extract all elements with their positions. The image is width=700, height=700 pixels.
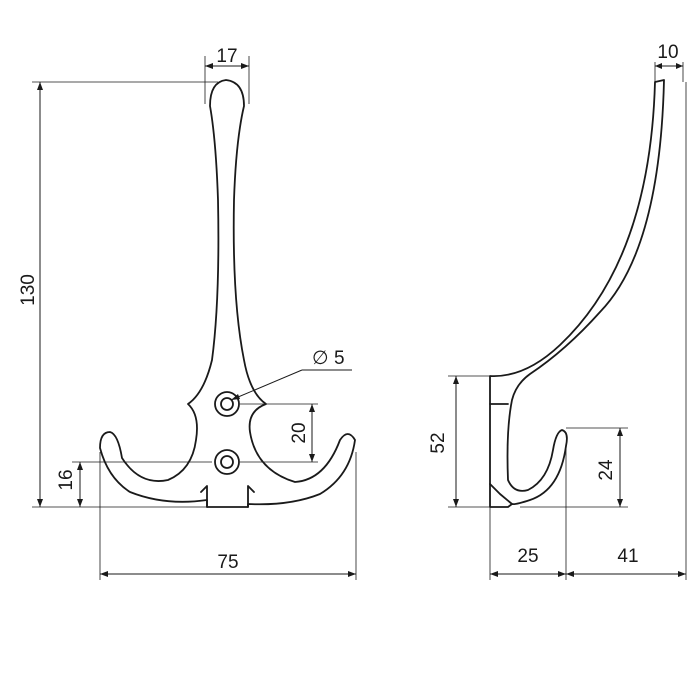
dim-hole-diameter: ∅ 5 <box>230 348 352 401</box>
dim-arm-height-label: 16 <box>56 469 77 490</box>
upper-hole-inner <box>220 397 234 411</box>
diameter-symbol: ∅ <box>312 348 329 369</box>
side-view-base-detail <box>489 403 513 505</box>
dim-hole-diameter-label: 5 <box>334 348 345 369</box>
dim-top-thickness-label: 10 <box>657 42 678 63</box>
dim-base-height-label: 52 <box>428 432 449 453</box>
side-view: 10 52 24 <box>428 42 687 580</box>
dim-top-thickness: 10 <box>654 42 684 82</box>
dim-horizontal-depths: 25 41 <box>489 82 687 580</box>
dim-arm-height: 16 <box>56 461 212 507</box>
dim-overall-width: 75 <box>99 452 357 580</box>
lower-hole-outer <box>214 449 240 475</box>
dim-overall-height: 130 <box>18 81 218 508</box>
dim-hook-depth-label: 25 <box>517 546 538 567</box>
dim-hook-height-label: 24 <box>596 459 617 481</box>
front-view-base-notch <box>200 485 255 508</box>
dim-hook-height: 24 <box>520 427 628 508</box>
front-view: 17 130 ∅ 5 20 <box>18 46 357 580</box>
dim-projection-label: 41 <box>617 546 638 567</box>
side-view-hook-outline <box>489 79 665 508</box>
dim-hole-spacing: 20 <box>240 403 318 463</box>
lower-hole-inner <box>220 455 234 469</box>
front-view-hook-outline <box>99 79 356 508</box>
dim-overall-width-label: 75 <box>217 552 238 573</box>
upper-hole-outer <box>214 391 240 417</box>
dim-hole-spacing-label: 20 <box>289 422 310 443</box>
dim-top-width: 17 <box>204 46 250 104</box>
dim-overall-height-label: 130 <box>18 274 39 306</box>
dim-top-width-label: 17 <box>216 46 237 67</box>
dim-base-height: 52 <box>428 375 490 508</box>
